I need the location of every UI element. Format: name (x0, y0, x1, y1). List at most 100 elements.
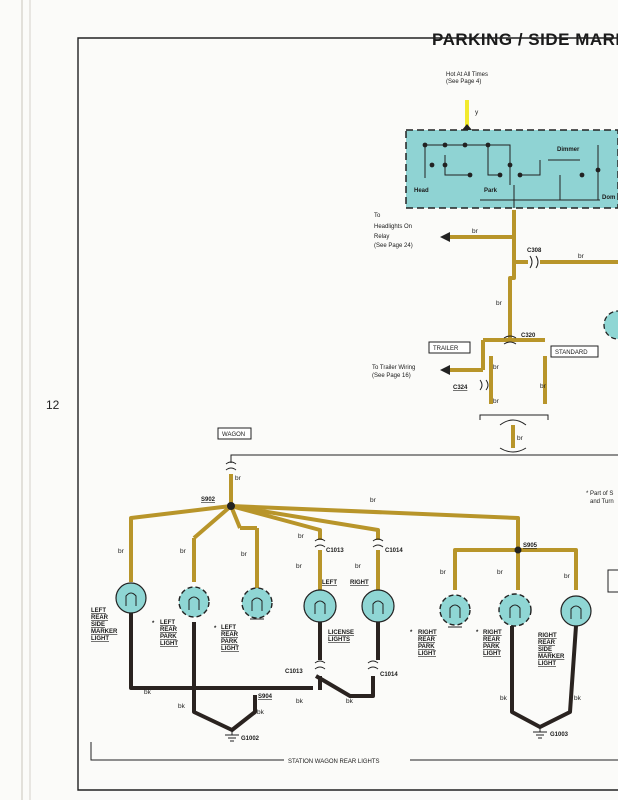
wire-label-br-4: br (493, 364, 500, 371)
footnote-line-1: * Part of S (586, 491, 613, 497)
c324-label: C324 (453, 385, 468, 391)
wire-label-bk-1: bk (144, 689, 152, 696)
footnote-line-2: and Turn (590, 499, 614, 505)
svg-text:LIGHT: LIGHT (221, 646, 239, 652)
left-park-1-label: LEFT REAR PARK LIGHT (160, 620, 178, 647)
partial-bulb-right-edge (603, 310, 618, 340)
splice-s905 (514, 546, 522, 554)
arrow-to-trailer (440, 365, 450, 375)
g1002-label: G1002 (241, 736, 260, 742)
g1003-label: G1003 (550, 732, 569, 738)
bulb-license-right (361, 589, 395, 623)
wire-label-bk-7: bk (574, 695, 582, 702)
svg-text:LEFT: LEFT (91, 608, 106, 614)
wire-label-br-16: br (440, 569, 447, 576)
bulb-left-park-1 (178, 586, 210, 618)
svg-text:REAR: REAR (221, 632, 239, 638)
wire-label-br-17: br (497, 569, 504, 576)
wire-label-br-8: br (235, 475, 242, 482)
svg-text:LIGHT: LIGHT (538, 661, 556, 667)
wire-label-bk-6: bk (500, 695, 508, 702)
wagon-box: WAGON (222, 432, 245, 438)
asterisk-right-park-2: * (476, 630, 479, 636)
wire-label-bk-3: bk (257, 709, 265, 716)
svg-text:PARK: PARK (221, 639, 238, 645)
ground-g1003-icon (533, 727, 547, 739)
svg-text:PARK: PARK (483, 644, 500, 650)
svg-text:REAR: REAR (483, 637, 501, 643)
headlights-relay-label: To (374, 213, 381, 219)
bulb-right-park-1 (439, 594, 471, 628)
wire-label-br-1: br (472, 228, 479, 235)
station-wagon-rear-lights-label: STATION WAGON REAR LIGHTS (288, 759, 380, 765)
wire-label-br-14: br (298, 533, 305, 540)
s905-label: S905 (523, 543, 538, 549)
svg-text:LEFT: LEFT (160, 620, 175, 626)
wire-label-bk-2: bk (178, 703, 186, 710)
svg-text:LEFT: LEFT (221, 625, 236, 631)
svg-text:LIGHT: LIGHT (160, 641, 178, 647)
wire-label-br-9: br (370, 497, 377, 504)
hot-label: Hot At All Times (446, 72, 488, 78)
svg-text:PARK: PARK (160, 634, 177, 640)
c1014-label-upper: C1014 (385, 548, 403, 554)
wire-label-br-11: br (180, 548, 187, 555)
svg-text:MARKER: MARKER (538, 654, 565, 660)
switch-head-label: Head (414, 188, 429, 194)
wire-label-br-18: br (564, 573, 571, 580)
left-park-2-label: LEFT REAR PARK LIGHT (221, 625, 239, 652)
bulb-right-side-marker (560, 595, 592, 627)
right-park-2-label: RIGHT REAR PARK LIGHT (483, 630, 502, 657)
s902-label: S902 (201, 497, 216, 503)
wire-label-br-15: br (355, 563, 362, 570)
standard-box: STANDARD (555, 350, 588, 356)
trailer-wiring-page: (See Page 16) (372, 373, 411, 379)
diagram-border (77, 37, 618, 791)
bulb-right-park-2 (498, 593, 532, 627)
bulb-left-park-2 (241, 587, 273, 620)
hot-label-page: (See Page 4) (446, 79, 481, 85)
arrow-to-headlights (440, 232, 450, 242)
license-right-label: RIGHT (350, 580, 369, 586)
wire-label-br-3: br (578, 253, 585, 260)
svg-text:REAR: REAR (91, 615, 109, 621)
svg-text:REAR: REAR (160, 627, 178, 633)
c1013-label-upper: C1013 (326, 548, 344, 554)
page-number: 12 (46, 398, 60, 412)
right-side-marker-label: RIGHT REAR SIDE MARKER LIGHT (538, 633, 565, 667)
wire-label-bk-5: bk (346, 698, 354, 705)
asterisk-left-park-2: * (214, 626, 217, 632)
left-side-marker-label: LEFT REAR SIDE MARKER LIGHT (91, 608, 118, 642)
trailer-box: TRAILER (433, 346, 459, 352)
svg-text:LIGHT: LIGHT (418, 651, 436, 657)
c1013-label-lower: C1013 (285, 669, 303, 675)
svg-text:PARK: PARK (418, 644, 435, 650)
wire-label-br-7: br (517, 435, 524, 442)
c320-label: C320 (521, 333, 536, 339)
headlights-relay-label-2: Headlights On (374, 224, 412, 230)
svg-text:MARKER: MARKER (91, 629, 118, 635)
ground-g1002-icon (225, 730, 239, 742)
license-left-label: LEFT (322, 580, 337, 586)
c1014-label-lower: C1014 (380, 672, 398, 678)
wire-label-br-12: br (241, 551, 248, 558)
wire-label-br-2: br (496, 300, 503, 307)
svg-text:LIGHT: LIGHT (483, 651, 501, 657)
c308-label: C308 (527, 248, 542, 254)
switch-dimmer-label: Dimmer (557, 147, 580, 153)
svg-text:LIGHT: LIGHT (91, 636, 109, 642)
svg-text:REAR: REAR (418, 637, 436, 643)
headlights-relay-label-4: (See Page 24) (374, 243, 413, 249)
svg-text:RIGHT: RIGHT (538, 633, 557, 639)
s904-label: S904 (258, 694, 273, 700)
wire-label-br-13: br (296, 563, 303, 570)
brown-wires (129, 210, 618, 590)
wire-label-bk-4: bk (296, 698, 304, 705)
switch-park-label: Park (484, 188, 498, 194)
license-label: LICENSE (328, 630, 354, 636)
asterisk-left-park-1: * (152, 621, 155, 627)
splice-s902 (227, 502, 235, 510)
svg-text:RIGHT: RIGHT (418, 630, 437, 636)
